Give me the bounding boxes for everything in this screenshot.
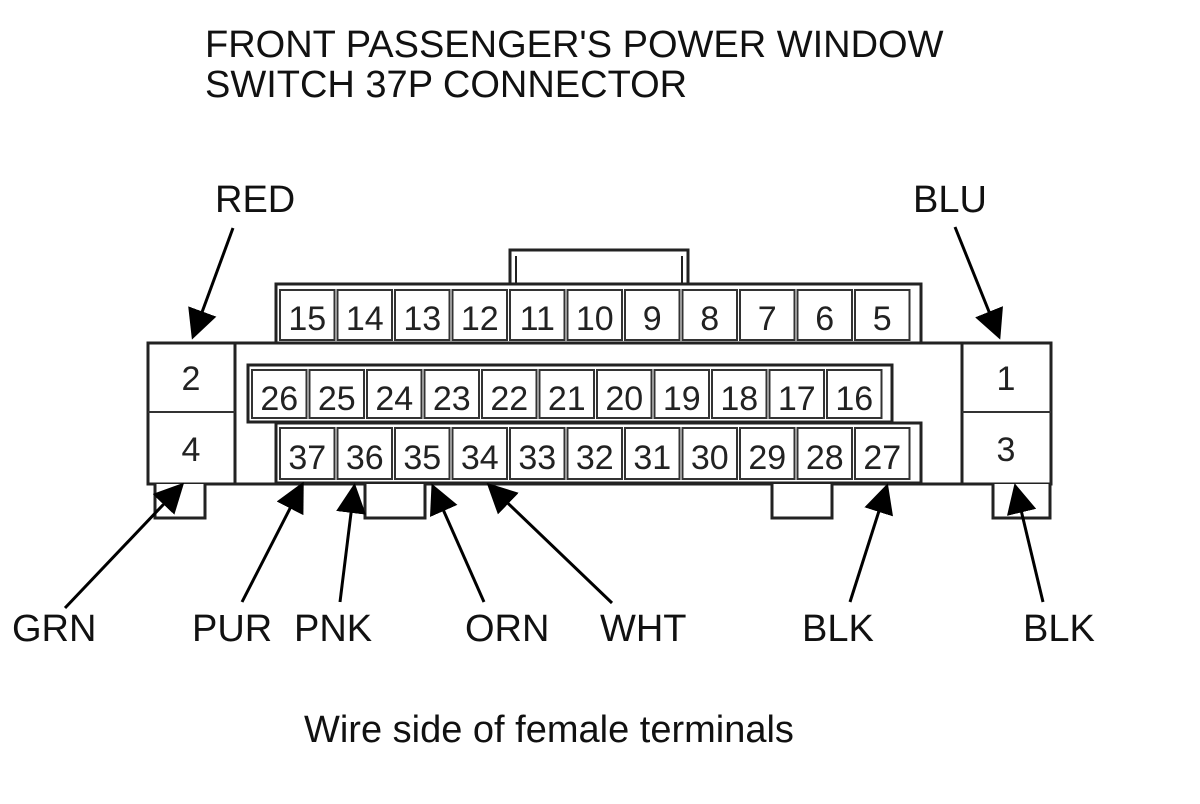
pin-cell-31	[624, 427, 681, 480]
wire-label-pur: PUR	[192, 608, 272, 650]
pin-3: 3	[997, 431, 1016, 469]
pin-14: 14	[346, 300, 384, 338]
diagram-caption: Wire side of female terminals	[304, 709, 794, 751]
pin-16: 16	[835, 380, 873, 418]
pin-cell-37	[279, 427, 336, 480]
pin-15: 15	[288, 300, 326, 338]
pin-cell-16	[826, 369, 883, 419]
pin-6: 6	[815, 300, 834, 338]
pin-33: 33	[518, 439, 556, 477]
pin-cell-27	[854, 427, 911, 480]
pin-cell-20	[596, 369, 653, 419]
pin-cell-23	[423, 369, 480, 419]
pin-4: 4	[182, 431, 201, 469]
pin-cell-21	[538, 369, 595, 419]
pin-2: 2	[182, 360, 201, 398]
pin-7: 7	[758, 300, 777, 338]
pin-cell-18	[711, 369, 768, 419]
foot-center-left	[363, 484, 427, 520]
pin-37: 37	[288, 439, 326, 477]
pin-36: 36	[346, 439, 384, 477]
pin-cell-19	[653, 369, 710, 419]
pin-8: 8	[700, 300, 719, 338]
pin-cell-7	[739, 289, 796, 341]
pin-31: 31	[633, 439, 671, 477]
pin-cell-17	[768, 369, 825, 419]
arrow-pur-to-pin-37	[240, 481, 304, 603]
pin-27: 27	[863, 439, 901, 477]
wire-label-blu: BLU	[913, 179, 987, 221]
pin-row-middle: 26 25 24 23 22 21 20 19 18 17 16	[251, 369, 883, 419]
pin-cell-26	[251, 369, 308, 419]
pin-26: 26	[260, 380, 298, 418]
pin-25: 25	[318, 380, 356, 418]
pin-cell-8	[681, 289, 738, 341]
pin-cell-30	[681, 427, 738, 480]
foot-center-right	[770, 484, 834, 520]
pin-cell-11	[509, 289, 566, 341]
pin-17: 17	[778, 380, 816, 418]
pin-1: 1	[997, 360, 1016, 398]
diagram-title-line-1: FRONT PASSENGER'S POWER WINDOW	[205, 24, 944, 66]
pin-cell-6	[796, 289, 853, 341]
pin-23: 23	[433, 380, 471, 418]
wire-label-blk-3: BLK	[1023, 608, 1095, 650]
pin-cell-22	[481, 369, 538, 419]
arrow-grn-to-pin-4	[63, 482, 185, 610]
pin-cell-25	[308, 369, 365, 419]
pin-5: 5	[873, 300, 892, 338]
pin-cell-9	[624, 289, 681, 341]
pin-11: 11	[520, 300, 555, 338]
pin-cell-10	[566, 289, 623, 341]
pin-row-bottom: 37 36 35 34 33 32 31 30 29 28 27	[279, 427, 911, 480]
arrow-wht-to-pin-34	[486, 482, 614, 605]
wire-label-wht: WHT	[600, 608, 687, 650]
pin-cell-33	[509, 427, 566, 480]
arrow-orn-to-pin-35	[429, 483, 486, 603]
pin-34: 34	[461, 439, 499, 477]
pin-cell-15	[279, 289, 336, 341]
pin-cell-34	[451, 427, 508, 480]
pin-28: 28	[806, 439, 844, 477]
pin-10: 10	[576, 300, 614, 338]
pin-35: 35	[403, 439, 441, 477]
arrow-red-to-pin-2	[188, 227, 235, 340]
wire-label-pnk: PNK	[294, 608, 372, 650]
pin-18: 18	[720, 380, 758, 418]
arrow-blu-to-pin-1	[953, 226, 1003, 340]
pin-cell-5	[854, 289, 911, 341]
wire-label-grn: GRN	[12, 608, 96, 650]
pin-cell-14	[336, 289, 393, 341]
locking-tab	[508, 248, 690, 286]
pin-12: 12	[461, 300, 499, 338]
pin-cell-13	[394, 289, 451, 341]
pin-32: 32	[576, 439, 614, 477]
wire-label-blk-27: BLK	[802, 608, 874, 650]
pin-20: 20	[605, 380, 643, 418]
pin-19: 19	[663, 380, 701, 418]
pin-cell-12	[451, 289, 508, 341]
pin-cell-36	[336, 427, 393, 480]
arrow-blk-to-pin-27	[848, 483, 894, 603]
pin-9: 9	[643, 300, 662, 338]
pin-13: 13	[403, 300, 441, 338]
pin-22: 22	[490, 380, 528, 418]
diagram-title-line-2: SWITCH 37P CONNECTOR	[205, 64, 687, 106]
pin-21: 21	[548, 380, 586, 418]
arrow-blk-to-pin-3	[1006, 483, 1045, 603]
pin-24: 24	[375, 380, 413, 418]
wire-label-orn: ORN	[465, 608, 549, 650]
pin-cell-28	[796, 427, 853, 480]
wire-label-red: RED	[215, 179, 295, 221]
pin-cell-35	[394, 427, 451, 480]
pin-29: 29	[748, 439, 786, 477]
pin-30: 30	[691, 439, 729, 477]
pin-cell-29	[739, 427, 796, 480]
pin-cell-24	[366, 369, 423, 419]
pin-cell-32	[566, 427, 623, 480]
arrow-pnk-to-pin-36	[336, 483, 366, 603]
